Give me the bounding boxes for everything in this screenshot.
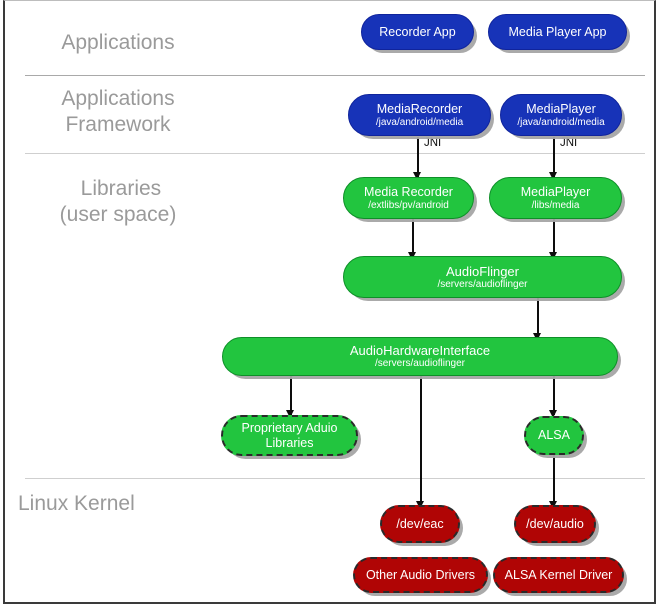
node-mediaplayer-framework-path: /java/android/media <box>517 116 605 128</box>
connector-label-jni-right: JNI <box>560 137 578 149</box>
node-mediarecorder-framework[interactable]: MediaRecorder /java/android/media <box>348 94 491 136</box>
connector-audiohw-to-dev-eac <box>420 375 422 507</box>
connector-mediaplayer-lib-to-audioflinger <box>553 218 555 258</box>
arrowhead-mediarecorder-jni <box>413 172 421 180</box>
node-alsa[interactable]: ALSA <box>524 416 584 455</box>
node-media-recorder-library[interactable]: Media Recorder /extlibs/pv/android <box>343 177 474 219</box>
node-audiohardwareinterface[interactable]: AudioHardwareInterface /servers/audiofli… <box>222 337 618 376</box>
separator-applications <box>25 75 645 76</box>
connector-alsa-to-dev-audio <box>553 455 555 507</box>
layer-label-libraries-user-space: Libraries (user space) <box>59 177 177 226</box>
node-proprietary-audio-libraries-title: Proprietary Aduio <box>241 420 338 435</box>
node-alsa-kernel-driver[interactable]: ALSA Kernel Driver <box>493 557 624 593</box>
connector-audiohw-to-proprietary-libs <box>290 375 292 415</box>
node-audiohardwareinterface-title: AudioHardwareInterface <box>349 343 491 358</box>
node-dev-eac-title: /dev/eac <box>396 516 444 531</box>
node-alsa-kernel-driver-title: ALSA Kernel Driver <box>504 567 613 582</box>
connector-mediaplayer-jni <box>553 137 555 177</box>
node-mediaplayer-framework-title: MediaPlayer <box>526 101 596 116</box>
node-mediaplayer-library[interactable]: MediaPlayer /libs/media <box>489 177 622 219</box>
node-mediarecorder-framework-title: MediaRecorder <box>376 101 463 116</box>
node-dev-audio[interactable]: /dev/audio <box>514 505 596 543</box>
node-mediaplayer-library-path: /libs/media <box>531 199 580 211</box>
node-proprietary-audio-libraries-subtitle: Libraries <box>265 435 314 450</box>
separator-framework <box>25 153 645 154</box>
node-media-player-app[interactable]: Media Player App <box>488 14 627 50</box>
node-mediarecorder-framework-path: /java/android/media <box>375 116 464 128</box>
connector-mediarecorder-jni <box>417 137 419 177</box>
node-media-recorder-library-title: Media Recorder <box>364 184 453 199</box>
connector-label-jni-left: JNI <box>424 137 442 149</box>
node-audioflinger-path: /servers/audioflinger <box>437 278 528 290</box>
separator-kernel <box>25 478 645 479</box>
node-audioflinger[interactable]: AudioFlinger /servers/audioflinger <box>343 256 622 298</box>
connector-mediarecorder-lib-to-audioflinger <box>412 218 414 258</box>
node-recorder-app[interactable]: Recorder App <box>361 14 474 50</box>
node-alsa-title: ALSA <box>538 428 570 442</box>
connector-audiohw-to-alsa <box>553 375 555 415</box>
node-other-audio-drivers-title: Other Audio Drivers <box>365 567 476 582</box>
arrowhead-audiohw-to-alsa <box>549 410 557 418</box>
node-audiohardwareinterface-path: /servers/audioflinger <box>374 358 466 369</box>
node-other-audio-drivers[interactable]: Other Audio Drivers <box>353 557 488 593</box>
arrowhead-audiohw-to-proprietary-libs <box>286 410 294 418</box>
node-dev-eac[interactable]: /dev/eac <box>380 505 460 543</box>
node-proprietary-audio-libraries[interactable]: Proprietary Aduio Libraries <box>221 415 358 456</box>
node-audioflinger-title: AudioFlinger <box>446 263 519 279</box>
node-dev-audio-title: /dev/audio <box>526 516 584 531</box>
layer-label-applications: Applications <box>61 31 175 54</box>
layer-label-linux-kernel: Linux Kernel <box>18 492 135 515</box>
node-mediaplayer-framework[interactable]: MediaPlayer /java/android/media <box>500 94 622 136</box>
layer-label-applications-framework: Applications Framework <box>61 87 175 136</box>
arrowhead-mediaplayer-jni <box>549 172 557 180</box>
node-recorder-app-title: Recorder App <box>379 24 456 39</box>
node-media-player-app-title: Media Player App <box>508 24 607 39</box>
node-mediaplayer-library-title: MediaPlayer <box>520 184 591 199</box>
connector-audioflinger-to-audiohardwareinterface <box>537 297 539 341</box>
node-media-recorder-library-path: /extlibs/pv/android <box>368 199 449 211</box>
